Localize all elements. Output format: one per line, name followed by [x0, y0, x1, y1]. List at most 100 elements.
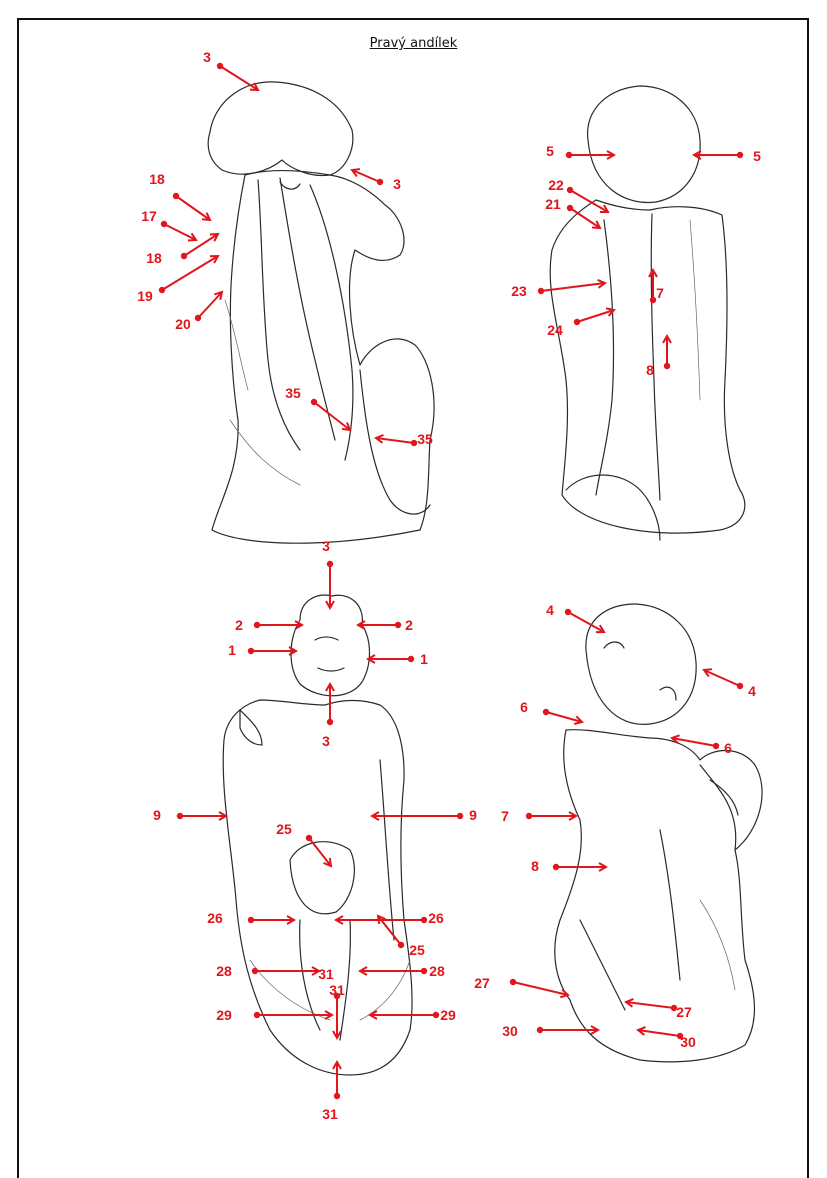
marker-label: 4 [546, 602, 554, 618]
marker-dot [737, 683, 743, 689]
marker-dot [334, 1093, 340, 1099]
marker-label: 35 [285, 385, 301, 401]
marker-3: 3 [203, 49, 258, 90]
marker-label: 30 [502, 1023, 518, 1039]
marker-dot [252, 968, 258, 974]
marker-line [672, 738, 716, 746]
marker-line [626, 1002, 674, 1008]
marker-line [570, 208, 600, 228]
marker-30: 30 [502, 1023, 598, 1039]
marker-label: 8 [646, 362, 654, 378]
marker-dot [737, 152, 743, 158]
marker-6: 6 [520, 699, 582, 724]
marker-dot [306, 835, 312, 841]
marker-17: 17 [141, 208, 196, 240]
marker-dot [161, 221, 167, 227]
marker-1: 1 [368, 651, 428, 667]
marker-label: 9 [469, 807, 477, 823]
marker-line [570, 190, 608, 212]
marker-18: 18 [146, 234, 218, 266]
marker-dot [254, 622, 260, 628]
marker-35: 35 [376, 431, 433, 447]
marker-line [198, 292, 222, 318]
marker-27: 27 [474, 975, 568, 997]
marker-dot [327, 719, 333, 725]
marker-dot [177, 813, 183, 819]
marker-7: 7 [501, 808, 576, 824]
marker-label: 27 [676, 1004, 692, 1020]
marker-label: 22 [548, 177, 564, 193]
angel-view-side [208, 82, 434, 543]
marker-label: 31 [318, 966, 334, 982]
marker-dot [567, 187, 573, 193]
marker-dot [398, 942, 404, 948]
marker-label: 31 [329, 982, 345, 998]
marker-dot [526, 813, 532, 819]
marker-line [513, 982, 568, 995]
marker-4: 4 [546, 602, 604, 632]
marker-20: 20 [175, 292, 222, 332]
marker-label: 19 [137, 288, 153, 304]
marker-label: 7 [656, 285, 664, 301]
marker-35: 35 [285, 385, 350, 430]
marker-label: 30 [680, 1034, 696, 1050]
marker-26: 26 [336, 910, 444, 926]
marker-label: 3 [203, 49, 211, 65]
marker-8: 8 [531, 858, 606, 874]
marker-dot [159, 287, 165, 293]
marker-2: 2 [235, 617, 302, 633]
marker-dot [395, 622, 401, 628]
marker-label: 28 [216, 963, 232, 979]
marker-label: 5 [546, 143, 554, 159]
marker-label: 26 [207, 910, 223, 926]
marker-line [220, 66, 258, 90]
marker-label: 24 [547, 322, 563, 338]
marker-dot [181, 253, 187, 259]
marker-5: 5 [694, 148, 761, 164]
marker-label: 5 [753, 148, 761, 164]
marker-line [568, 612, 604, 632]
marker-dot [173, 193, 179, 199]
marker-5: 5 [546, 143, 614, 159]
marker-dot [421, 917, 427, 923]
marker-label: 1 [228, 642, 236, 658]
marker-label: 18 [149, 171, 165, 187]
angel-view-three-quarter [555, 604, 762, 1062]
marker-label: 2 [405, 617, 413, 633]
marker-29: 29 [216, 1007, 332, 1023]
marker-dot [538, 288, 544, 294]
marker-label: 7 [501, 808, 509, 824]
marker-3: 3 [322, 684, 334, 749]
marker-label: 23 [511, 283, 527, 299]
marker-30: 30 [638, 1027, 696, 1050]
marker-dot [553, 864, 559, 870]
marker-label: 18 [146, 250, 162, 266]
marker-31: 31 [318, 966, 334, 982]
marker-label: 28 [429, 963, 445, 979]
marker-3: 3 [322, 538, 334, 608]
marker-dot [254, 1012, 260, 1018]
marker-18: 18 [149, 171, 210, 220]
marker-line [638, 1030, 680, 1036]
marker-label: 27 [474, 975, 490, 991]
marker-8: 8 [646, 336, 671, 378]
marker-label: 1 [420, 651, 428, 667]
marker-label: 21 [545, 196, 561, 212]
marker-dot [248, 648, 254, 654]
marker-label: 3 [322, 733, 330, 749]
marker-line [577, 310, 614, 322]
marker-dot [574, 319, 580, 325]
marker-dot [457, 813, 463, 819]
marker-line [704, 670, 740, 686]
marker-dot [311, 399, 317, 405]
marker-31: 31 [329, 982, 345, 1038]
marker-dot [537, 1027, 543, 1033]
marker-label: 3 [393, 176, 401, 192]
marker-dot [566, 152, 572, 158]
marker-dot [510, 979, 516, 985]
marker-1: 1 [228, 642, 296, 658]
marker-label: 29 [216, 1007, 232, 1023]
marker-dot [433, 1012, 439, 1018]
